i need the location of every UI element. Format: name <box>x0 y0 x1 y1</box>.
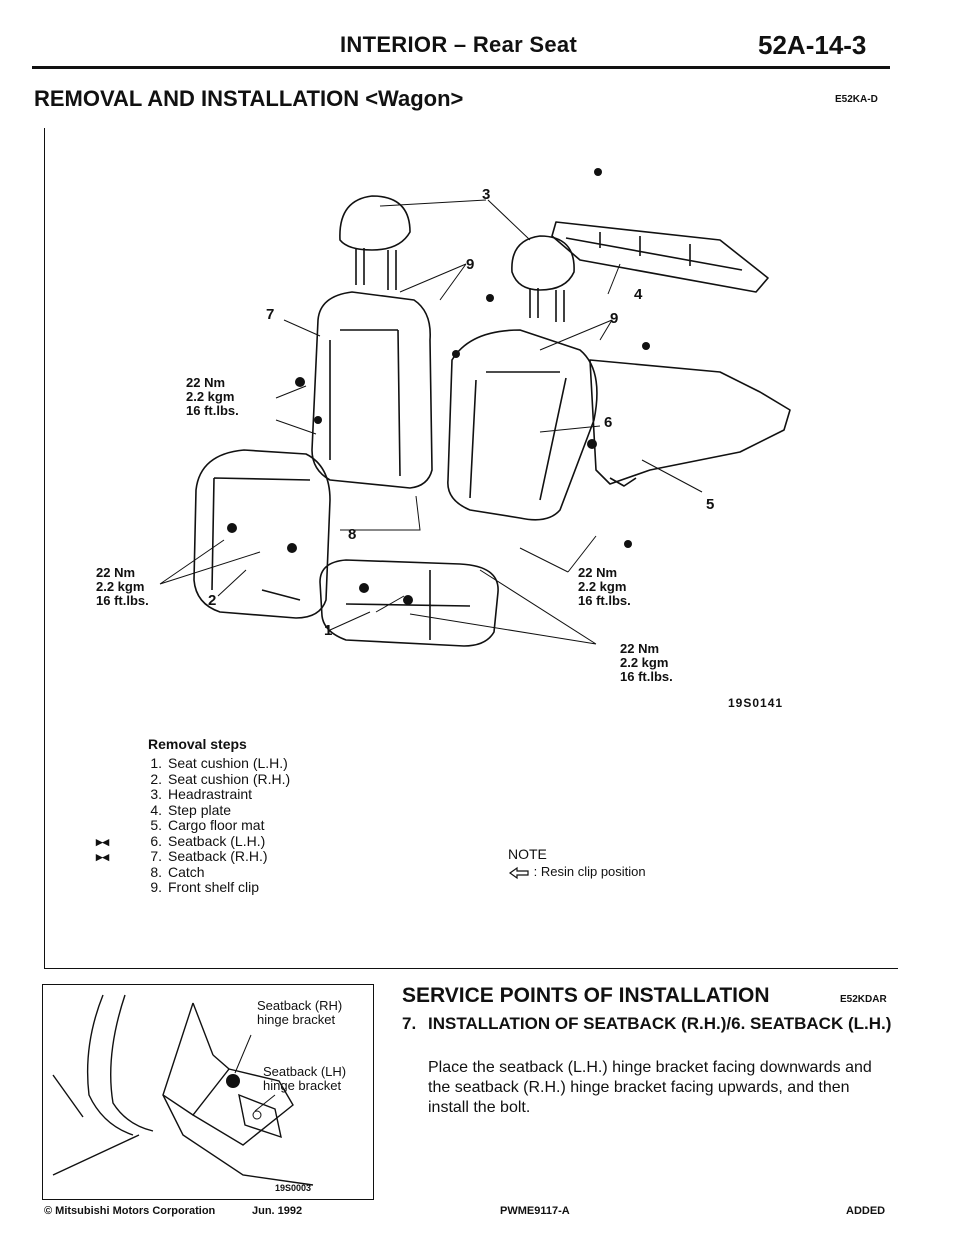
list-item: ▸◂6.Seatback (L.H.) <box>96 832 266 849</box>
inset-figure-code: 19S0003 <box>275 1183 312 1193</box>
list-item: 8.Catch <box>150 863 205 880</box>
label-seatback-rh-hinge: Seatback (RH)hinge bracket <box>257 998 343 1027</box>
header-rule <box>32 66 890 69</box>
callout-4: 4 <box>634 286 643 303</box>
page-header-title: INTERIOR – Rear Seat <box>340 32 578 57</box>
footer-copyright: © Mitsubishi Motors Corporation <box>44 1205 216 1217</box>
callout-1: 1 <box>324 622 333 639</box>
frame-bottom-border <box>44 968 898 969</box>
page-number: 52A-14-3 <box>758 30 867 60</box>
list-item: 5.Cargo floor mat <box>150 817 265 833</box>
note-body: : Resin clip position <box>508 864 646 879</box>
service-point-marker-icon: ▸◂ <box>96 849 110 864</box>
hinge-bracket-drawing <box>52 994 314 1186</box>
callout-6: 6 <box>604 414 613 431</box>
step-plate <box>551 221 769 293</box>
headrest-right <box>511 235 575 291</box>
note-heading: NOTE <box>508 846 547 862</box>
service-points-code: E52KDAR <box>840 994 887 1005</box>
service-item-body: Place the seatback (L.H.) hinge bracket … <box>428 1059 872 1116</box>
callout-9a: 9 <box>466 256 475 273</box>
callout-5: 5 <box>706 496 715 513</box>
section-title: REMOVAL AND INSTALLATION <Wagon> <box>34 86 464 111</box>
seatback-left <box>311 291 433 489</box>
exploded-seat-diagram <box>159 168 791 647</box>
callout-9b: 9 <box>610 310 619 327</box>
service-points-title: SERVICE POINTS OF INSTALLATION <box>402 984 770 1007</box>
section-code: E52KA-D <box>835 94 878 105</box>
list-item: 2.Seat cushion (R.H.) <box>150 770 291 787</box>
frame-left-border <box>44 128 45 968</box>
removal-steps-heading: Removal steps <box>148 736 247 752</box>
callout-3: 3 <box>482 186 491 203</box>
list-item: 9.Front shelf clip <box>150 879 260 895</box>
callout-8: 8 <box>348 526 357 543</box>
callout-2: 2 <box>208 592 217 609</box>
removal-steps-list: 1.Seat cushion (L.H.) 2.Seat cushion (R.… <box>96 755 291 896</box>
seat-cushion-right <box>319 559 499 647</box>
footer-doc-code: PWME9117-A <box>500 1205 570 1217</box>
cargo-floor-mat <box>589 359 791 485</box>
open-arrow-left-icon <box>508 866 529 879</box>
list-item: 4.Step plate <box>150 801 232 818</box>
list-item: 1.Seat cushion (L.H.) <box>150 755 288 771</box>
service-point-marker-icon: ▸◂ <box>96 833 110 849</box>
label-seatback-lh-hinge: Seatback (LH)hinge bracket <box>263 1064 347 1093</box>
list-item: ▸◂7.Seatback (R.H.) <box>96 848 268 864</box>
inset-hinge-figure: Seatback (RH)hinge bracket Seatback (LH)… <box>42 984 374 1200</box>
callout-7: 7 <box>266 306 275 323</box>
headrest-left <box>339 195 411 251</box>
footer-status: ADDED <box>846 1205 886 1217</box>
service-item-heading: 7.INSTALLATION OF SEATBACK (R.H.)/6. SEA… <box>402 1014 892 1033</box>
list-item: 3.Headrastraint <box>150 786 253 802</box>
seat-cushion-left <box>193 449 331 619</box>
footer-date: Jun. 1992 <box>252 1205 303 1217</box>
figure-code: 19S0141 <box>728 696 784 710</box>
